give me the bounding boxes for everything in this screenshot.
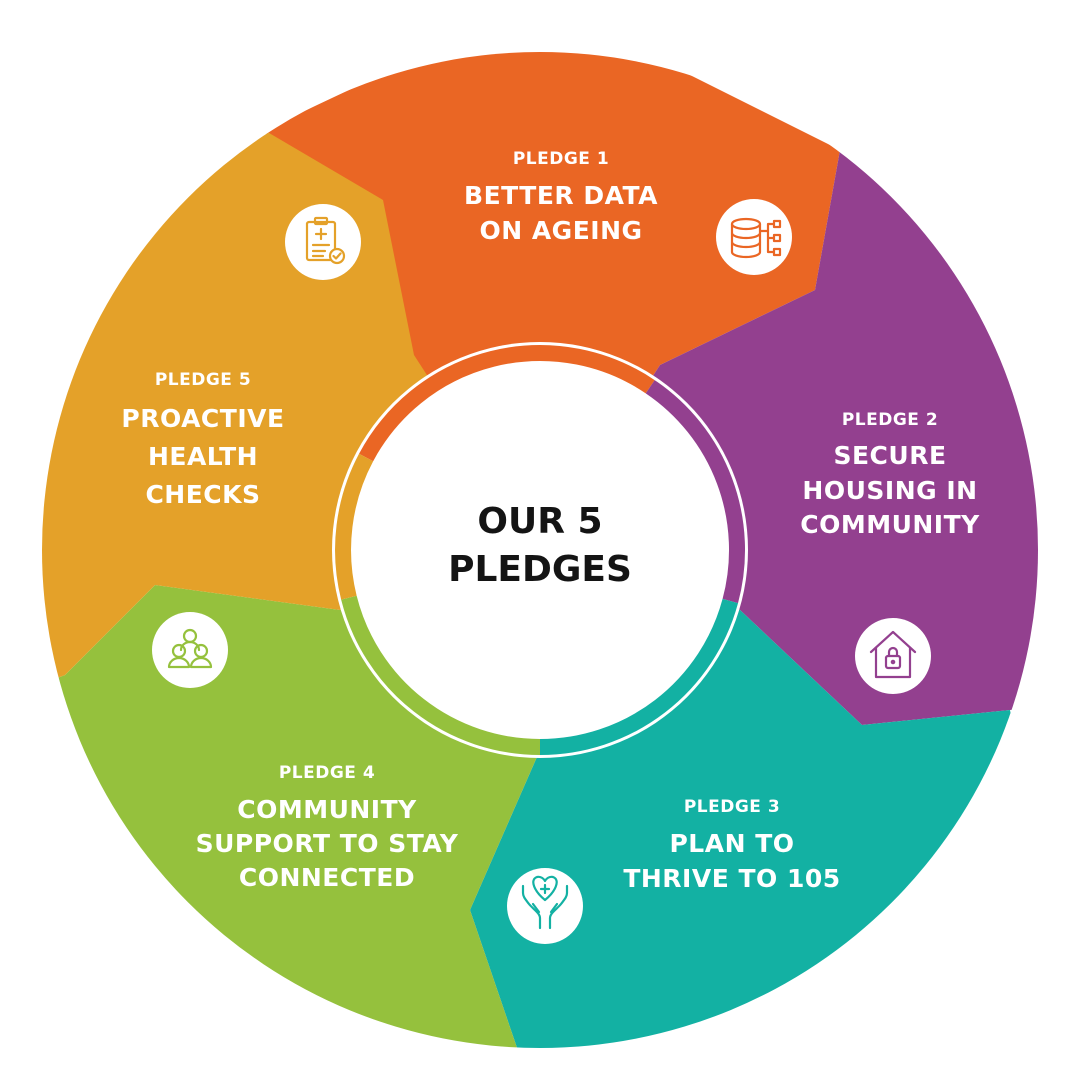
pledge-2-title-line-3: COMMUNITY bbox=[800, 510, 980, 539]
pledge-3-title-line-2: THRIVE TO 105 bbox=[623, 864, 840, 893]
pledge-2-title-line-1: SECURE bbox=[833, 441, 946, 470]
pledge-4-title-line-3: CONNECTED bbox=[239, 863, 415, 892]
center-title-line-2: PLEDGES bbox=[448, 549, 632, 590]
center-disc bbox=[354, 364, 726, 736]
health-checklist-icon bbox=[285, 204, 361, 280]
database-icon bbox=[716, 199, 792, 275]
inner-arc-pledge-1 bbox=[359, 345, 655, 462]
inner-arc-pledge-4 bbox=[341, 595, 541, 755]
center-title-line-1: OUR 5 bbox=[477, 501, 602, 542]
pledge-1-title-line-1: BETTER DATA bbox=[464, 181, 658, 210]
inner-arc-pledge-3 bbox=[539, 598, 739, 755]
pledge-4-title-line-2: SUPPORT TO STAY bbox=[196, 829, 459, 858]
pledge-3-number: PLEDGE 3 bbox=[684, 797, 780, 817]
inner-ring bbox=[335, 345, 745, 755]
pledge-5-title-line-3: CHECKS bbox=[145, 480, 260, 509]
pledge-1-segment[interactable] bbox=[264, 0, 840, 550]
pledge-2-number: PLEDGE 2 bbox=[842, 410, 938, 430]
pledge-4-title-line-1: COMMUNITY bbox=[237, 795, 417, 824]
people-group-icon bbox=[152, 612, 228, 688]
pledge-2-title-line-2: HOUSING IN bbox=[802, 476, 977, 505]
pledge-1-title-line-2: ON AGEING bbox=[479, 216, 642, 245]
caring-hands-heart-icon bbox=[507, 868, 583, 944]
pledge-1-number: PLEDGE 1 bbox=[513, 149, 609, 169]
pledge-3-title-line-1: PLAN TO bbox=[669, 829, 794, 858]
pledge-5-number: PLEDGE 5 bbox=[155, 370, 251, 390]
locked-house-icon bbox=[855, 618, 931, 694]
inner-arc-pledge-5 bbox=[335, 453, 374, 600]
inner-arc-pledge-2 bbox=[645, 380, 745, 604]
pledge-5-title-line-2: HEALTH bbox=[148, 442, 258, 471]
pledge-5-title-line-1: PROACTIVE bbox=[121, 404, 284, 433]
pledge-4-number: PLEDGE 4 bbox=[279, 763, 375, 783]
